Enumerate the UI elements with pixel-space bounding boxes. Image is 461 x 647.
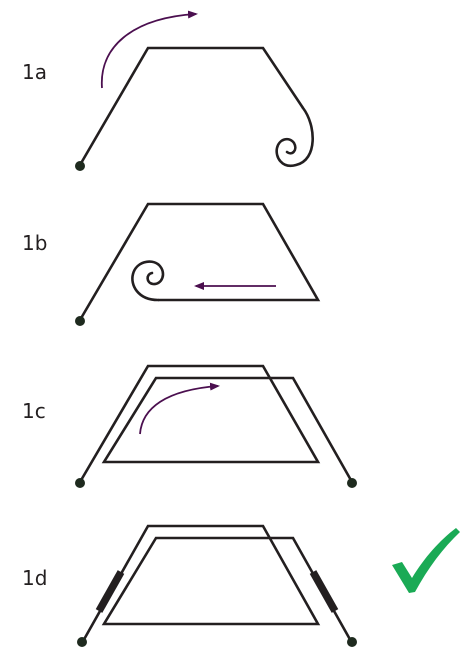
wire-end-dot-right-1c: [347, 478, 357, 488]
step-1b: 1b: [22, 202, 321, 326]
outer-wire-1c: [78, 364, 354, 483]
step-label-1c: 1c: [22, 399, 46, 423]
wire-end-dot-left-1d: [77, 637, 87, 647]
sleeve-right-1d: [309, 570, 339, 613]
step-label-1d: 1d: [22, 566, 47, 590]
finished-wire-1d: [80, 524, 354, 644]
wire-curl-1b: [131, 260, 165, 302]
sleeve-left-1d: [95, 570, 125, 613]
wire-end-dot-left-1c: [75, 478, 85, 488]
step-label-1b: 1b: [22, 231, 47, 255]
wire-end-dot-1a: [75, 161, 85, 171]
wire-curl-1a: [275, 106, 314, 168]
step-1a: 1a: [22, 10, 314, 171]
wire-1a: [78, 46, 305, 166]
wire-1b: [78, 202, 321, 321]
rotate-arrow-1a: [101, 10, 198, 89]
step-1c: 1c: [22, 364, 357, 488]
checkmark-icon: [392, 528, 460, 593]
wire-end-dot-right-1d: [347, 637, 357, 647]
step-1d: 1d: [22, 524, 357, 647]
step-label-1a: 1a: [22, 60, 47, 84]
checkmark-shape: [392, 528, 460, 593]
wire-end-dot-1b: [75, 316, 85, 326]
rotate-arrow-1c: [139, 382, 220, 435]
